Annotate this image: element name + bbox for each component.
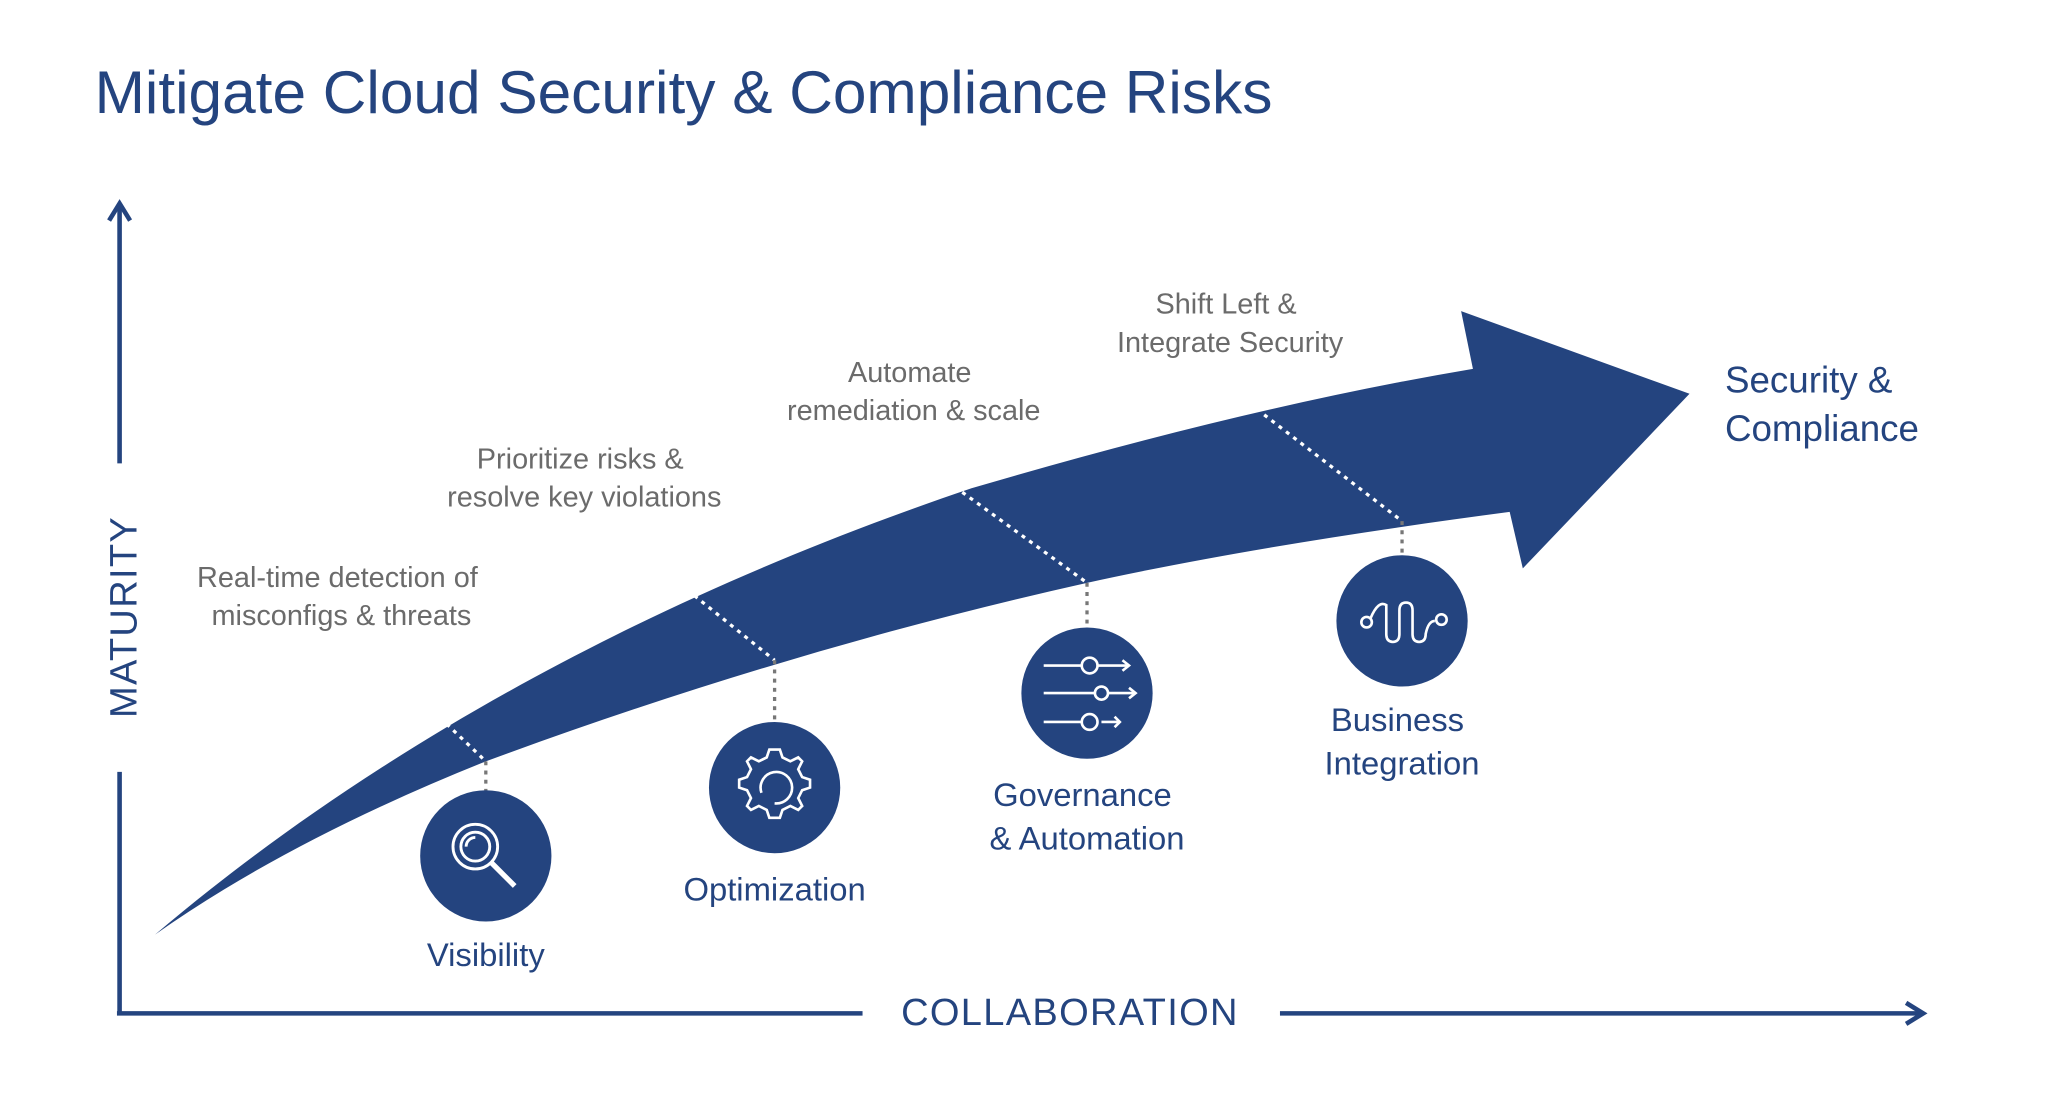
stage-description: Automate remediation & scale: [787, 357, 1040, 427]
integration-wave-icon: [1360, 601, 1448, 644]
progress-arrow: [155, 311, 1690, 935]
stage-label: Governance & Automation: [989, 776, 1184, 856]
y-axis-label: MATURITY: [104, 516, 146, 718]
stage-label: Business Integration: [1325, 701, 1480, 781]
goal-label: Security & Compliance: [1725, 359, 1919, 449]
x-axis: [116, 1000, 1928, 1026]
stage-connectors: [425, 413, 1404, 792]
page-title: Mitigate Cloud Security & Compliance Ris…: [95, 58, 1273, 126]
stage-label: Optimization: [683, 870, 865, 907]
magnifier-icon: [451, 822, 517, 888]
stage-label: Visibility: [427, 936, 545, 973]
y-axis: [107, 199, 133, 1014]
gear-icon: [737, 748, 812, 820]
stage-governance-automation: Governance & Automation Automate remedia…: [787, 357, 1185, 856]
x-axis-label: COLLABORATION: [901, 992, 1239, 1034]
stage-optimization: Optimization Prioritize risks & resolve …: [447, 444, 866, 908]
automation-gears-icon: [1043, 656, 1138, 732]
stage-visibility: Visibility Real-time detection of miscon…: [197, 562, 552, 973]
stage-description: Prioritize risks & resolve key violation…: [447, 444, 721, 514]
stage-business-integration: Business Integration Shift Left & Integr…: [1117, 289, 1480, 782]
stage-description: Shift Left & Integrate Security: [1117, 289, 1344, 359]
stage-description: Real-time detection of misconfigs & thre…: [197, 562, 486, 632]
